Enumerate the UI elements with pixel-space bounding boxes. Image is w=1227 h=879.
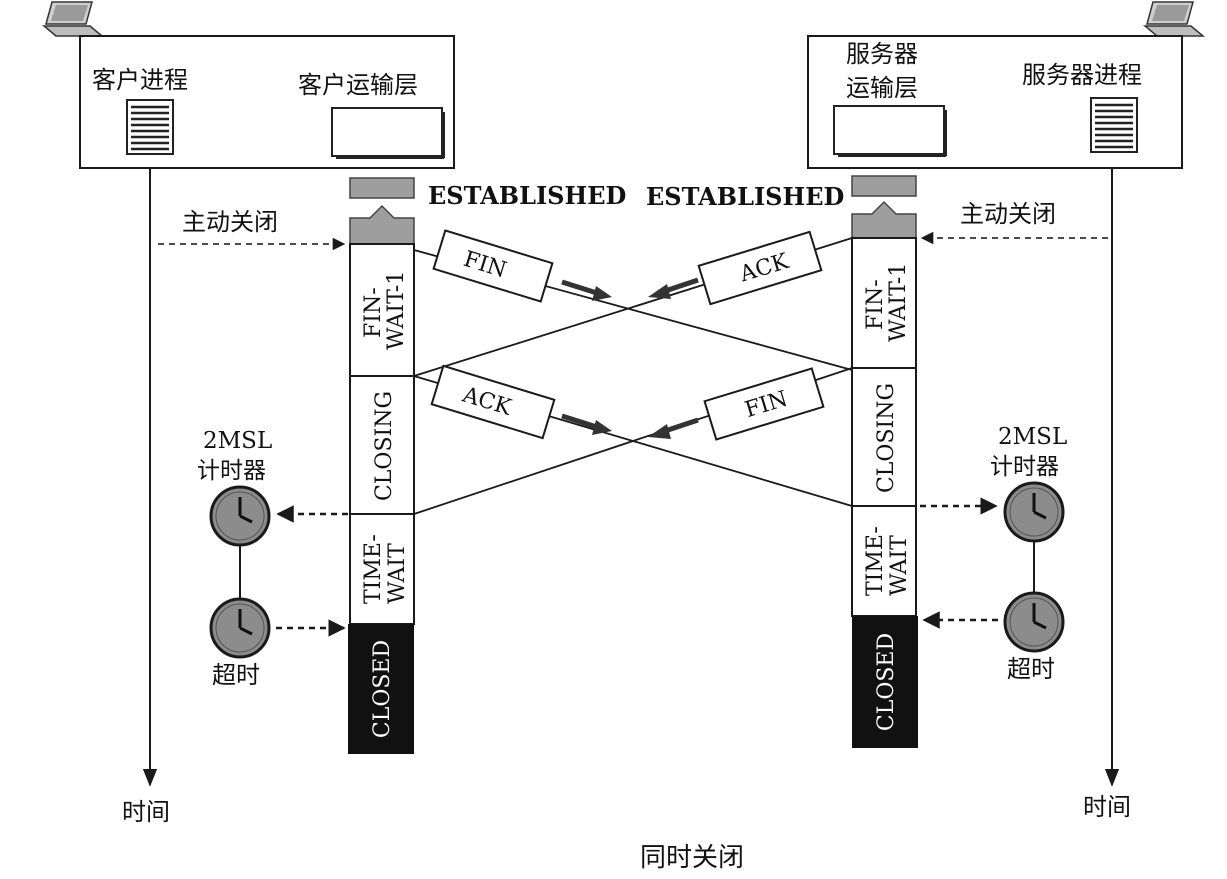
ack-from-client-segment: ACK <box>430 364 556 440</box>
client-state-fin-wait-1-line2: WAIT-1 <box>384 271 409 350</box>
client-state-closing: CLOSING <box>372 391 397 501</box>
client-laptop-icon <box>41 1 105 37</box>
ack-from-server-segment: ACK <box>697 230 823 306</box>
client-state-fin-wait-1-line1: FIN- <box>361 287 386 338</box>
server-established-marker <box>851 175 917 197</box>
client-timer-label-line1: 2MSL <box>203 428 272 454</box>
client-timer-label-line2: 计时器 <box>197 458 266 484</box>
server-state-closed: CLOSED <box>874 633 899 731</box>
client-timeout-label: 超时 <box>212 661 260 689</box>
server-timer-label-line1: 2MSL <box>998 424 1067 450</box>
client-document-icon <box>126 99 174 155</box>
fin-from-client-segment: FIN <box>432 229 554 303</box>
server-transport-label-line2: 运输层 <box>846 74 918 102</box>
server-state-closing: CLOSING <box>874 383 899 493</box>
client-state-time-wait-line1: TIME- <box>361 534 386 604</box>
server-state-time-wait-line2: WAIT <box>887 535 912 596</box>
server-transport-label-line1: 服务器 <box>846 40 918 68</box>
fin-from-client-direction-arrow <box>561 279 612 301</box>
fin-from-server-direction-arrow <box>648 417 699 439</box>
server-document-icon <box>1090 97 1138 153</box>
server-process-label: 服务器进程 <box>1022 61 1142 89</box>
client-timeout-clock-icon <box>209 597 271 659</box>
client-state-time-wait-line2: WAIT <box>385 543 410 604</box>
ack-from-client-direction-arrow <box>561 413 612 435</box>
server-time-label: 时间 <box>1083 793 1131 821</box>
server-established-label: ESTABLISHED <box>646 182 844 211</box>
client-timer-clock-icon <box>209 485 271 547</box>
client-process-label: 客户进程 <box>92 66 188 94</box>
server-timeout-label: 超时 <box>1007 655 1055 683</box>
diagram-caption: 同时关闭 <box>640 843 744 873</box>
client-transport-buffer <box>331 107 445 159</box>
client-state-closed: CLOSED <box>370 640 395 738</box>
server-timeout-clock-icon <box>1003 591 1065 653</box>
server-state-fin-wait-1-line1: FIN- <box>863 279 888 330</box>
client-transport-label: 客户运输层 <box>298 71 418 99</box>
client-state-column <box>348 177 415 754</box>
ack-from-server-direction-arrow <box>648 277 699 299</box>
client-active-close-label: 主动关闭 <box>182 208 278 236</box>
server-state-time-wait-line1: TIME- <box>863 526 888 596</box>
server-state-column <box>851 175 918 748</box>
server-state-fin-wait-1-line2: WAIT-1 <box>886 263 911 342</box>
server-transport-buffer <box>833 105 947 157</box>
server-laptop-icon <box>1142 1 1206 37</box>
server-active-close-label: 主动关闭 <box>960 200 1056 228</box>
client-established-label: ESTABLISHED <box>428 181 626 210</box>
server-timer-clock-icon <box>1003 481 1065 543</box>
fin-from-server-segment: FIN <box>703 367 825 441</box>
server-timer-label-line2: 计时器 <box>990 454 1059 480</box>
client-established-marker <box>349 177 415 199</box>
client-time-label: 时间 <box>122 798 170 826</box>
